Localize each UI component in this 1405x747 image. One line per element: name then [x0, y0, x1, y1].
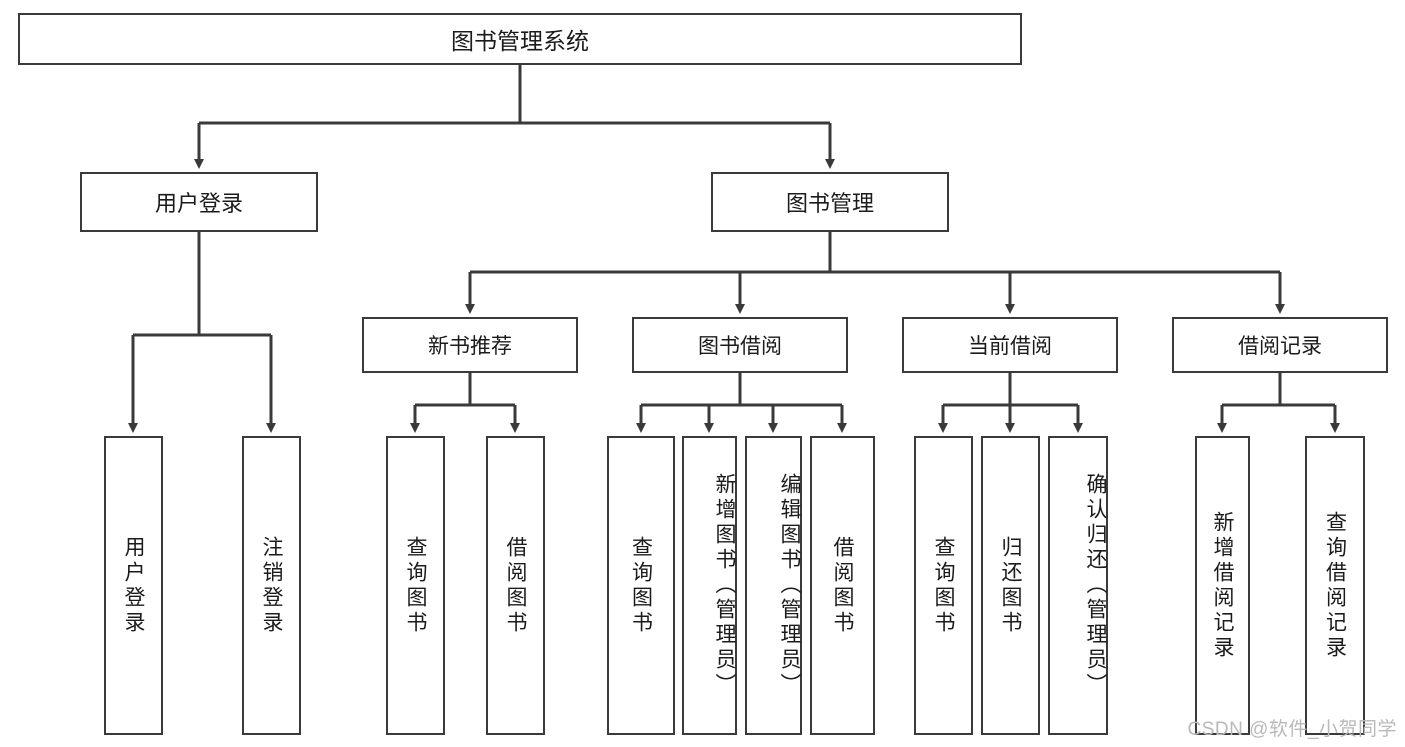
leaf-book-borrow-borrow[interactable]: 借阅图书	[810, 436, 875, 735]
node-user-login[interactable]: 用户登录	[80, 172, 318, 232]
leaf-new-book-borrow[interactable]: 借阅图书	[486, 436, 545, 735]
node-new-book-recommend[interactable]: 新书推荐	[362, 317, 578, 373]
node-label: 图书借阅	[698, 335, 782, 358]
node-label: 图书管理系统	[451, 28, 589, 54]
node-label: 新书推荐	[428, 335, 512, 358]
node-label: 借阅记录	[1238, 335, 1322, 358]
node-label: 编辑图书（管理员）	[778, 473, 801, 698]
leaf-book-borrow-edit-admin[interactable]: 编辑图书（管理员）	[745, 436, 802, 735]
node-borrow-record[interactable]: 借阅记录	[1172, 317, 1388, 373]
node-label: 查询借阅记录	[1323, 510, 1347, 661]
node-book-management[interactable]: 图书管理	[711, 172, 949, 232]
leaf-current-borrow-return[interactable]: 归还图书	[981, 436, 1040, 735]
leaf-borrow-record-query[interactable]: 查询借阅记录	[1305, 436, 1365, 735]
node-label: 用户登录	[154, 191, 243, 216]
node-label: 查询图书	[932, 535, 955, 636]
leaf-book-borrow-query[interactable]: 查询图书	[607, 436, 675, 735]
node-label: 查询图书	[404, 535, 427, 636]
node-label: 新增借阅记录	[1211, 510, 1234, 661]
node-book-borrow[interactable]: 图书借阅	[632, 317, 848, 373]
node-label: 新增图书（管理员）	[713, 473, 736, 698]
node-label: 归还图书	[999, 535, 1022, 636]
node-label: 借阅图书	[831, 535, 854, 636]
csdn-watermark: CSDN @软件_小贺同学	[1187, 719, 1397, 740]
node-label: 当前借阅	[968, 335, 1052, 358]
leaf-book-borrow-add-admin[interactable]: 新增图书（管理员）	[682, 436, 737, 735]
leaf-new-book-query[interactable]: 查询图书	[386, 436, 445, 735]
leaf-current-borrow-confirm-admin[interactable]: 确认归还（管理员）	[1048, 436, 1108, 735]
node-label: 确认归还（管理员）	[1084, 473, 1107, 698]
node-root-system[interactable]: 图书管理系统	[18, 13, 1022, 65]
node-label: 借阅图书	[504, 535, 527, 636]
node-label: 图书管理	[785, 191, 874, 216]
leaf-user-login-logout[interactable]: 注销登录	[242, 436, 301, 735]
node-current-borrow[interactable]: 当前借阅	[902, 317, 1118, 373]
node-label: 注销登录	[260, 535, 283, 636]
leaf-user-login-login[interactable]: 用户登录	[104, 436, 163, 735]
leaf-borrow-record-add[interactable]: 新增借阅记录	[1195, 436, 1250, 735]
node-label: 查询图书	[629, 535, 653, 636]
node-label: 用户登录	[122, 535, 145, 636]
leaf-current-borrow-query[interactable]: 查询图书	[914, 436, 973, 735]
